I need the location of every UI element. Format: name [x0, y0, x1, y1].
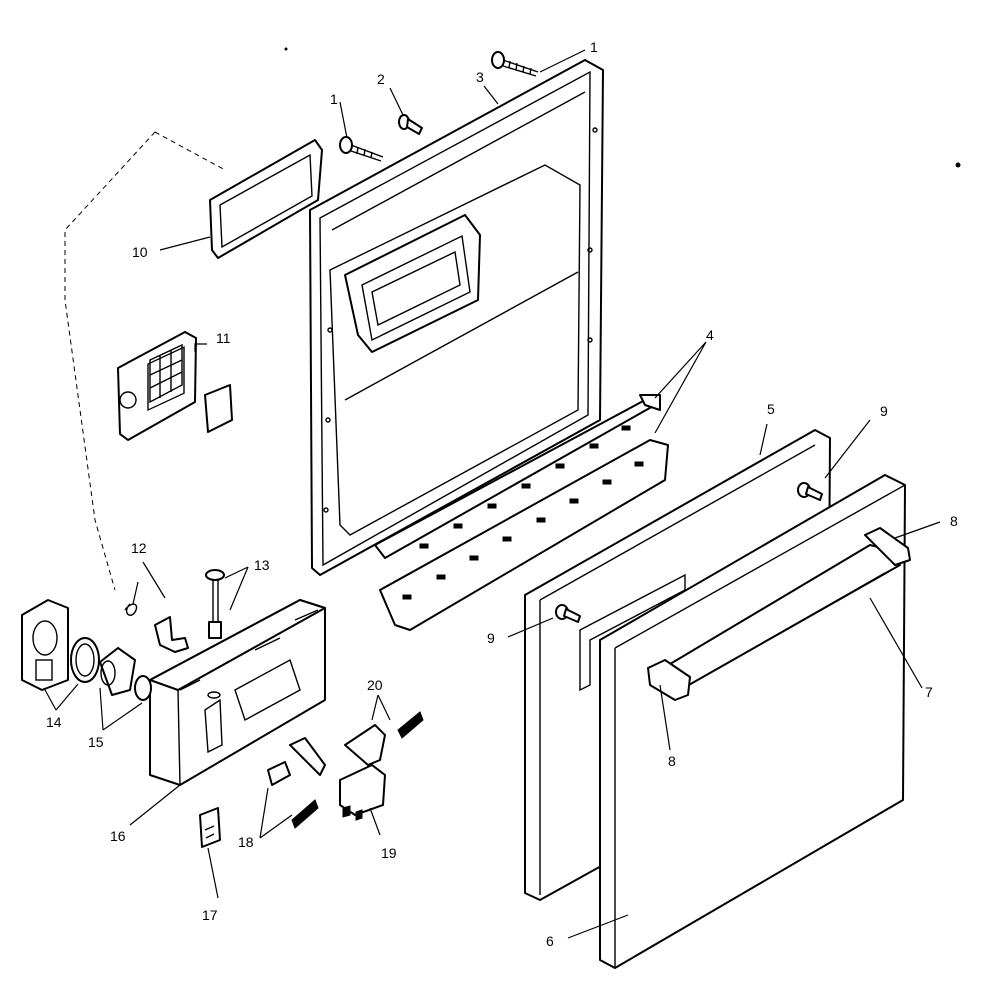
callout-14: 14	[46, 714, 62, 730]
callout-13: 13	[254, 557, 270, 573]
stray-dot	[955, 162, 961, 168]
callout-18: 18	[238, 834, 254, 850]
switch-actuators-18	[267, 737, 326, 829]
dashed-assembly-line	[64, 131, 226, 591]
callout-3: 3	[476, 69, 484, 85]
callout-5: 5	[767, 401, 775, 417]
callout-11: 11	[216, 330, 231, 346]
control-housing	[149, 599, 326, 786]
knob-assembly-15	[99, 647, 152, 701]
callout-16: 16	[110, 828, 126, 844]
callout-labels: 1 1 2 3 4 5 6 7 8 8 9 9 10 11 12 13 14 1…	[46, 39, 958, 949]
screw-9-upper	[797, 482, 823, 501]
callout-12: 12	[131, 540, 147, 556]
callout-7: 7	[925, 684, 933, 700]
callout-1-left: 1	[330, 91, 338, 107]
callout-4: 4	[706, 327, 714, 343]
callout-8-bottom: 8	[668, 753, 676, 769]
latch-parts-20	[344, 711, 424, 766]
leader-lines	[43, 49, 941, 939]
callout-9-right: 9	[880, 403, 888, 419]
dispenser-window-on-liner	[344, 214, 481, 353]
dispenser-gasket	[209, 139, 323, 259]
connector-17	[199, 807, 221, 848]
callout-6: 6	[546, 933, 554, 949]
bezel-14	[21, 599, 100, 691]
screw-2	[398, 114, 423, 135]
screw-1-upper	[491, 51, 539, 77]
rinse-aid-cap	[117, 331, 233, 441]
callout-20: 20	[367, 677, 383, 693]
callout-10: 10	[132, 244, 148, 260]
door-handle	[647, 527, 911, 701]
callout-19: 19	[381, 845, 397, 861]
knob-13	[205, 569, 225, 639]
callout-8-right: 8	[950, 513, 958, 529]
screw-9-lower	[555, 604, 581, 623]
screw-1-lower	[339, 136, 384, 162]
callout-2: 2	[377, 71, 385, 87]
callout-1-top: 1	[590, 39, 598, 55]
inner-door-liner	[309, 59, 604, 576]
stray-dot	[284, 47, 288, 51]
callout-17: 17	[202, 907, 218, 923]
switch-19	[339, 764, 386, 821]
door-hinge-arms	[374, 394, 669, 631]
callout-15: 15	[88, 734, 104, 750]
latch-spring-12	[124, 603, 189, 653]
callout-9-left: 9	[487, 630, 495, 646]
